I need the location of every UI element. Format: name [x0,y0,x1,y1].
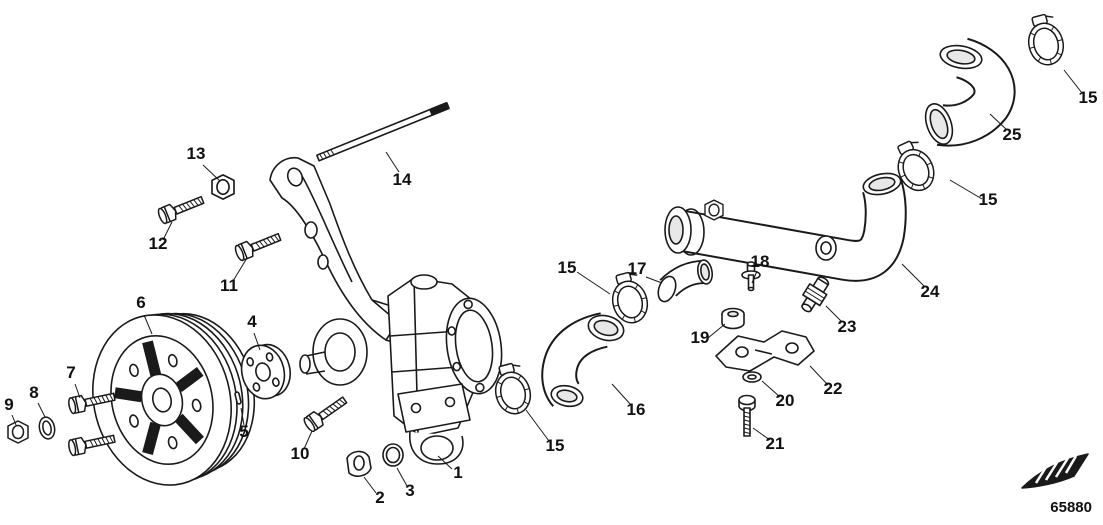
callout-13: 13 [187,144,206,163]
brand-logo-icon [1021,453,1089,489]
callout-18: 18 [751,252,770,271]
callout-7: 7 [66,363,75,382]
bolt-11 [233,228,284,263]
bolt-10 [301,392,351,434]
callout-21: 21 [766,434,785,453]
callout-19: 19 [691,328,710,347]
callout-6: 6 [136,293,145,312]
callout-9: 9 [4,395,13,414]
washer-20 [742,371,762,383]
dowel-pin [234,391,242,405]
callout-3: 3 [405,481,414,500]
callout-22: 22 [824,379,843,398]
mounting-bracket [269,156,405,386]
pump-body [387,274,503,465]
bolt-21 [738,394,756,437]
hose-25 [924,37,1016,147]
callout-25: 25 [1003,125,1022,144]
callout-2: 2 [375,488,384,507]
callout-24: 24 [921,282,940,301]
hose-clamp-15d [1021,10,1069,70]
grommet-19 [721,307,745,330]
callout-8: 8 [29,383,38,402]
hose-17 [657,259,714,303]
callout-1: 1 [453,463,462,482]
callout-17: 17 [628,259,647,278]
callout-14: 14 [393,170,412,189]
hub-flange [240,343,291,400]
callout-15-b: 15 [546,436,565,455]
bracket-22 [715,330,815,372]
callout-15-d: 15 [1079,88,1098,107]
stud-bolt [316,101,450,162]
callout-4: 4 [247,312,257,331]
nut-13 [211,174,235,200]
drawing-number: 65880 [1050,499,1092,516]
callout-23: 23 [838,317,857,336]
callout-12: 12 [149,234,168,253]
nut-9 [7,420,29,444]
leader-lines [11,69,1083,494]
callout-15-c: 15 [979,190,998,209]
callout-11: 11 [220,276,238,295]
o-ring [382,443,404,467]
fitting-2 [346,450,372,477]
bolt-12 [156,191,207,226]
pulley [92,312,256,486]
washer-8 [36,414,58,442]
callout-10: 10 [291,444,310,463]
fitting-18 [741,261,761,292]
hose-16 [541,312,625,408]
fitting-23 [801,276,830,313]
callout-5: 5 [239,422,248,441]
cooler-tube [664,172,907,282]
callout-16: 16 [627,400,646,419]
callout-15-a: 15 [558,258,577,277]
callout-20: 20 [776,391,795,410]
